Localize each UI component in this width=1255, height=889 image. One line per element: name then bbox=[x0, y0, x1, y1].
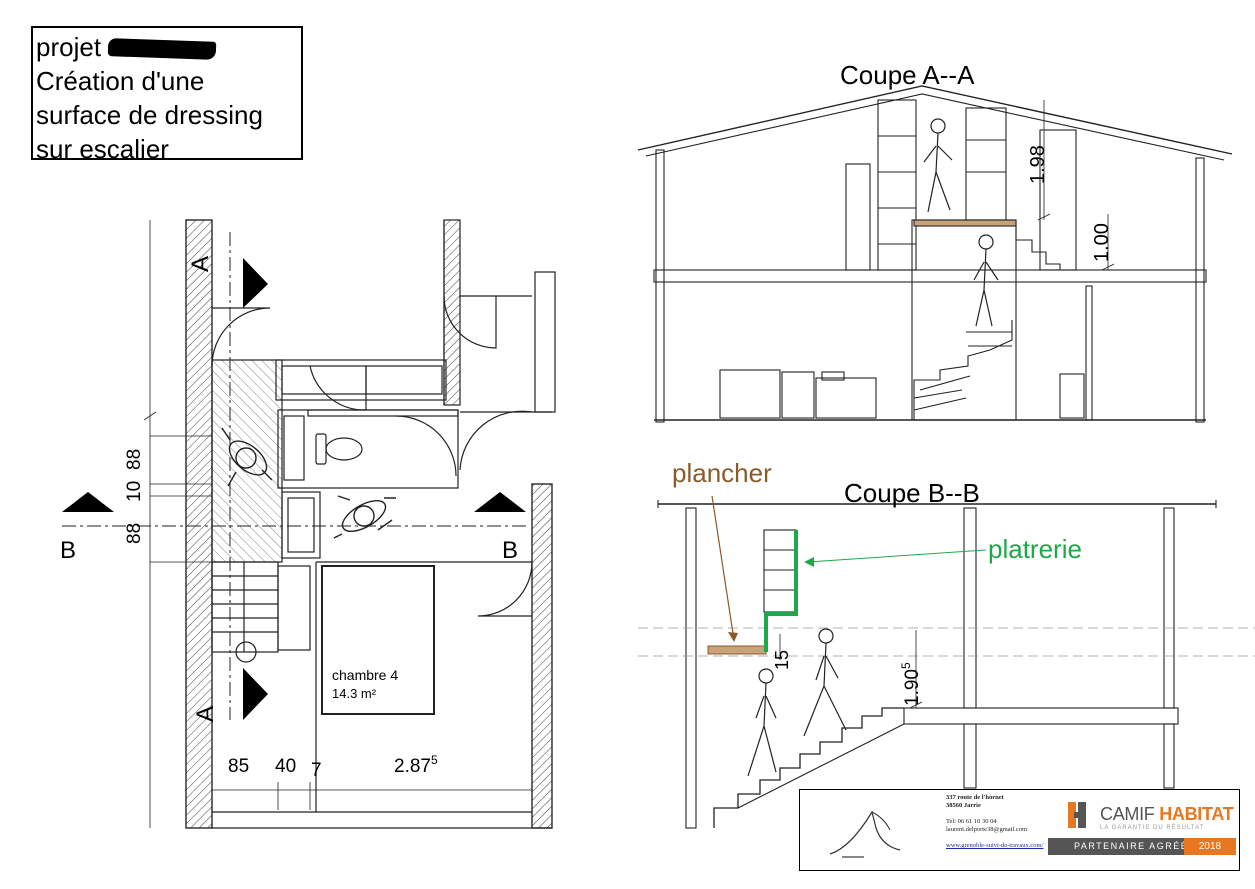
plan-wc-room bbox=[277, 409, 459, 489]
coupe-aa-drawing bbox=[637, 85, 1233, 423]
coupe-aa-wall-right bbox=[1195, 157, 1205, 423]
coupe-aa-sideboard-2 bbox=[815, 377, 877, 419]
contact-email: laurent.delporte38@gmail.com bbox=[946, 826, 1028, 833]
plan-door-4 bbox=[459, 410, 533, 471]
contact-block: 337 route de l'hornet 38560 Jarrie Tel: … bbox=[946, 794, 1056, 850]
plancher-leader-line bbox=[711, 495, 735, 641]
coupe-bb-dim-190: 1.905 bbox=[899, 662, 923, 706]
plan-dim-88-top: 88 bbox=[124, 449, 145, 470]
address-line-2: 38560 Jarrie bbox=[946, 802, 981, 809]
coupe-aa-roof bbox=[637, 85, 1233, 155]
plan-section-marker-b-right: B bbox=[502, 537, 518, 564]
plan-door-3 bbox=[395, 415, 457, 477]
coupe-bb-label-platrerie: platrerie bbox=[988, 534, 1082, 564]
plan-toilet-bowl bbox=[325, 437, 363, 461]
plan-dim-88-bottom: 88 bbox=[124, 523, 145, 544]
camif-h-icon bbox=[1068, 802, 1086, 828]
coupe-aa-stairs-lower bbox=[913, 320, 1013, 420]
coupe-aa-shelving-right bbox=[965, 107, 1007, 221]
coupe-bb-wall-left bbox=[685, 507, 697, 829]
partner-label: PARTENAIRE AGRÉÉ bbox=[1074, 841, 1189, 851]
coupe-aa-floor-slab bbox=[653, 269, 1207, 283]
section-arrow-a-top bbox=[243, 258, 268, 308]
plan-wc-cistern bbox=[283, 415, 305, 481]
partner-year: 2018 bbox=[1184, 838, 1236, 855]
plan-dim-85: 85 bbox=[228, 756, 249, 777]
coupe-bb-column bbox=[963, 507, 977, 709]
plan-cupboard-top-inner bbox=[281, 365, 443, 395]
title-block: 337 route de l'hornet 38560 Jarrie Tel: … bbox=[799, 789, 1240, 871]
coupe-aa-wardrobe bbox=[845, 163, 871, 271]
coupe-aa-title: Coupe A--A bbox=[840, 60, 975, 90]
platrerie-leader-line bbox=[807, 549, 987, 563]
title-line-2: Création d'une bbox=[36, 66, 205, 96]
plan-section-marker-b-left: B bbox=[60, 537, 76, 564]
coupe-aa-shelving-left bbox=[877, 99, 917, 271]
coupe-bb-dim-15: 15 bbox=[772, 650, 792, 670]
section-arrow-b-left bbox=[62, 492, 114, 512]
coupe-bb-platrerie-wall bbox=[764, 530, 798, 652]
coupe-aa-person-upper bbox=[923, 118, 953, 213]
plan-stairs bbox=[211, 561, 311, 653]
coupe-aa-dim-100: 1.00 bbox=[1091, 223, 1113, 262]
coupe-aa-wall-left bbox=[655, 149, 665, 423]
title-line-4: sur escalier bbox=[36, 134, 169, 164]
plan-door-5 bbox=[477, 561, 533, 617]
contact-website-link[interactable]: www.grenoble-suivi-de-travaux.com/ bbox=[946, 842, 1044, 849]
architect-logo-mark bbox=[829, 810, 901, 858]
floor-plan bbox=[62, 219, 556, 829]
plan-stair-hatch bbox=[211, 359, 283, 563]
plan-person-1 bbox=[221, 427, 273, 487]
plan-room-area: 14.3 m² bbox=[332, 686, 377, 701]
coupe-bb-wall-right bbox=[1163, 507, 1175, 709]
plan-door-2 bbox=[309, 365, 367, 411]
plan-bed bbox=[321, 565, 435, 715]
coupe-bb-plancher-board bbox=[707, 645, 767, 655]
camif-tagline: LA GARANTIE DU RÉSULTAT bbox=[1100, 825, 1205, 831]
plan-wall-right bbox=[531, 483, 553, 829]
plan-dim-10: 10 bbox=[124, 481, 145, 502]
coupe-bb-stairs bbox=[713, 707, 904, 828]
plan-dim-287: 2.875 bbox=[394, 753, 438, 777]
coupe-aa-stairs-upper bbox=[1015, 226, 1080, 271]
coupe-bb-drawing bbox=[638, 500, 1255, 829]
plan-cupboard-top bbox=[275, 359, 447, 401]
plan-room-name: chambre 4 bbox=[332, 667, 398, 683]
section-arrow-b-right bbox=[474, 492, 526, 512]
plan-door-1 bbox=[211, 307, 271, 367]
coupe-bb-floor-slab bbox=[903, 707, 1179, 725]
coupe-aa-dressing-floor bbox=[913, 219, 1017, 227]
coupe-aa-dim-198: 1.98 bbox=[1027, 145, 1049, 184]
contact-phone: Tel: 06 61 10 30 04 bbox=[946, 818, 997, 825]
coupe-bb-person-1 bbox=[747, 668, 777, 777]
coupe-bb-person-2 bbox=[803, 628, 847, 737]
partner-badge: PARTENAIRE AGRÉÉ 2018 bbox=[1048, 838, 1236, 855]
plan-wall-left bbox=[185, 219, 213, 829]
plan-cupboard-mid bbox=[281, 491, 321, 559]
plan-person-2 bbox=[333, 495, 396, 539]
coupe-aa-sideboard-1 bbox=[719, 369, 781, 419]
plan-section-marker-a-top: A bbox=[187, 256, 214, 272]
plan-toilet-tank bbox=[315, 433, 327, 465]
title-line-1: projet bbox=[36, 30, 298, 64]
coupe-aa-person-lower bbox=[973, 234, 999, 327]
address-line-1: 337 route de l'hornet bbox=[946, 794, 1004, 801]
plan-dim-40: 40 bbox=[275, 756, 296, 777]
plan-column bbox=[235, 641, 257, 663]
coupe-bb-label-plancher: plancher bbox=[672, 458, 772, 488]
plan-door-6 bbox=[443, 295, 497, 349]
camif-habitat-logo: CAMIF HABITAT LA GARANTIE DU RÉSULTAT PA… bbox=[1048, 798, 1236, 862]
project-title-box: projet Création d'une surface de dressin… bbox=[31, 26, 303, 164]
section-arrow-a-bottom bbox=[243, 668, 268, 720]
plan-dim-7: 7 bbox=[311, 760, 322, 781]
title-line-3: surface de dressing bbox=[36, 100, 263, 130]
coupe-bb-title: Coupe B--B bbox=[844, 478, 980, 508]
coupe-bb-shelving bbox=[763, 529, 797, 613]
camif-brand: CAMIF HABITAT bbox=[1100, 804, 1234, 824]
plan-wall-far-right bbox=[534, 271, 556, 413]
plan-section-marker-a-bottom: A bbox=[192, 706, 219, 722]
